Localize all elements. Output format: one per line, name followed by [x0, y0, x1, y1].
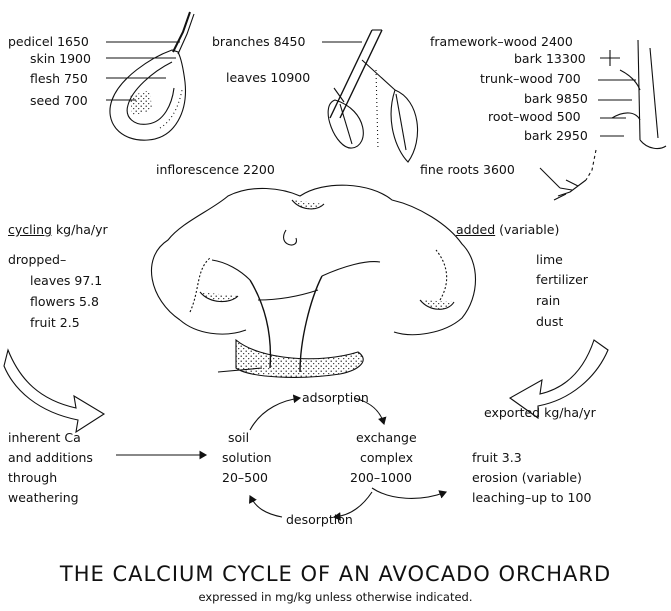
added-item-lime: lime — [536, 252, 563, 267]
fruit-label-flesh: flesh 750 — [30, 71, 88, 86]
wood-label-bark-3: bark 2950 — [524, 128, 588, 143]
exchange-complex-line1: exchange — [356, 430, 417, 445]
leaves-label: leaves 10900 — [226, 70, 310, 85]
fruit-label-skin: skin 1900 — [30, 51, 91, 66]
exported-heading: exported kg/ha/yr — [484, 405, 596, 420]
wood-label-trunk-wood: trunk–wood 700 — [480, 71, 581, 86]
cycling-arrow — [4, 350, 104, 432]
added-heading: added (variable) — [456, 222, 559, 237]
avocado-fruit-illustration — [106, 12, 194, 140]
diagram-subtitle: expressed in mg/kg unless otherwise indi… — [0, 590, 671, 604]
adsorption-label: adsorption — [302, 390, 369, 405]
added-item-rain: rain — [536, 293, 560, 308]
wood-label-bark-2: bark 9850 — [524, 91, 588, 106]
diagram-title: THE CALCIUM CYCLE OF AN AVOCADO ORCHARD — [0, 562, 671, 586]
added-item-fertilizer: fertilizer — [536, 272, 588, 287]
fine-roots-label: fine roots 3600 — [420, 162, 515, 177]
exported-item-erosion: erosion (variable) — [472, 470, 582, 485]
exported-item-fruit: fruit 3.3 — [472, 450, 522, 465]
branch-leaves-illustration — [322, 30, 418, 162]
wood-label-bark-1: bark 13300 — [514, 51, 586, 66]
cycling-item-fruit: fruit 2.5 — [30, 315, 80, 330]
soil-solution-range: 20–500 — [222, 470, 268, 485]
added-item-dust: dust — [536, 314, 563, 329]
inherent-line4: weathering — [8, 490, 79, 505]
fruit-label-pedicel: pedicel 1650 — [8, 34, 89, 49]
exchange-complex-range: 200–1000 — [350, 470, 412, 485]
inherent-line3: through — [8, 470, 57, 485]
inherent-line1: inherent Ca — [8, 430, 81, 445]
cycling-item-flowers: flowers 5.8 — [30, 294, 99, 309]
soil-solution-line2: solution — [222, 450, 272, 465]
fruit-label-seed: seed 700 — [30, 93, 88, 108]
wood-label-root-wood: root–wood 500 — [488, 109, 581, 124]
desorption-label: desorption — [286, 512, 353, 527]
inherent-line2: and additions — [8, 450, 93, 465]
avocado-tree-illustration — [151, 185, 475, 377]
inflorescence-label: inflorescence 2200 — [156, 162, 275, 177]
branches-label: branches 8450 — [212, 34, 305, 49]
cycling-item-leaves: leaves 97.1 — [30, 273, 102, 288]
soil-solution-line1: soil — [228, 430, 249, 445]
cycling-heading: cycling kg/ha/yr — [8, 222, 108, 237]
exported-item-leaching: leaching–up to 100 — [472, 490, 591, 505]
wood-label-framework-wood: framework–wood 2400 — [430, 34, 573, 49]
exchange-complex-line2: complex — [360, 450, 413, 465]
cycling-intro: dropped– — [8, 252, 66, 267]
